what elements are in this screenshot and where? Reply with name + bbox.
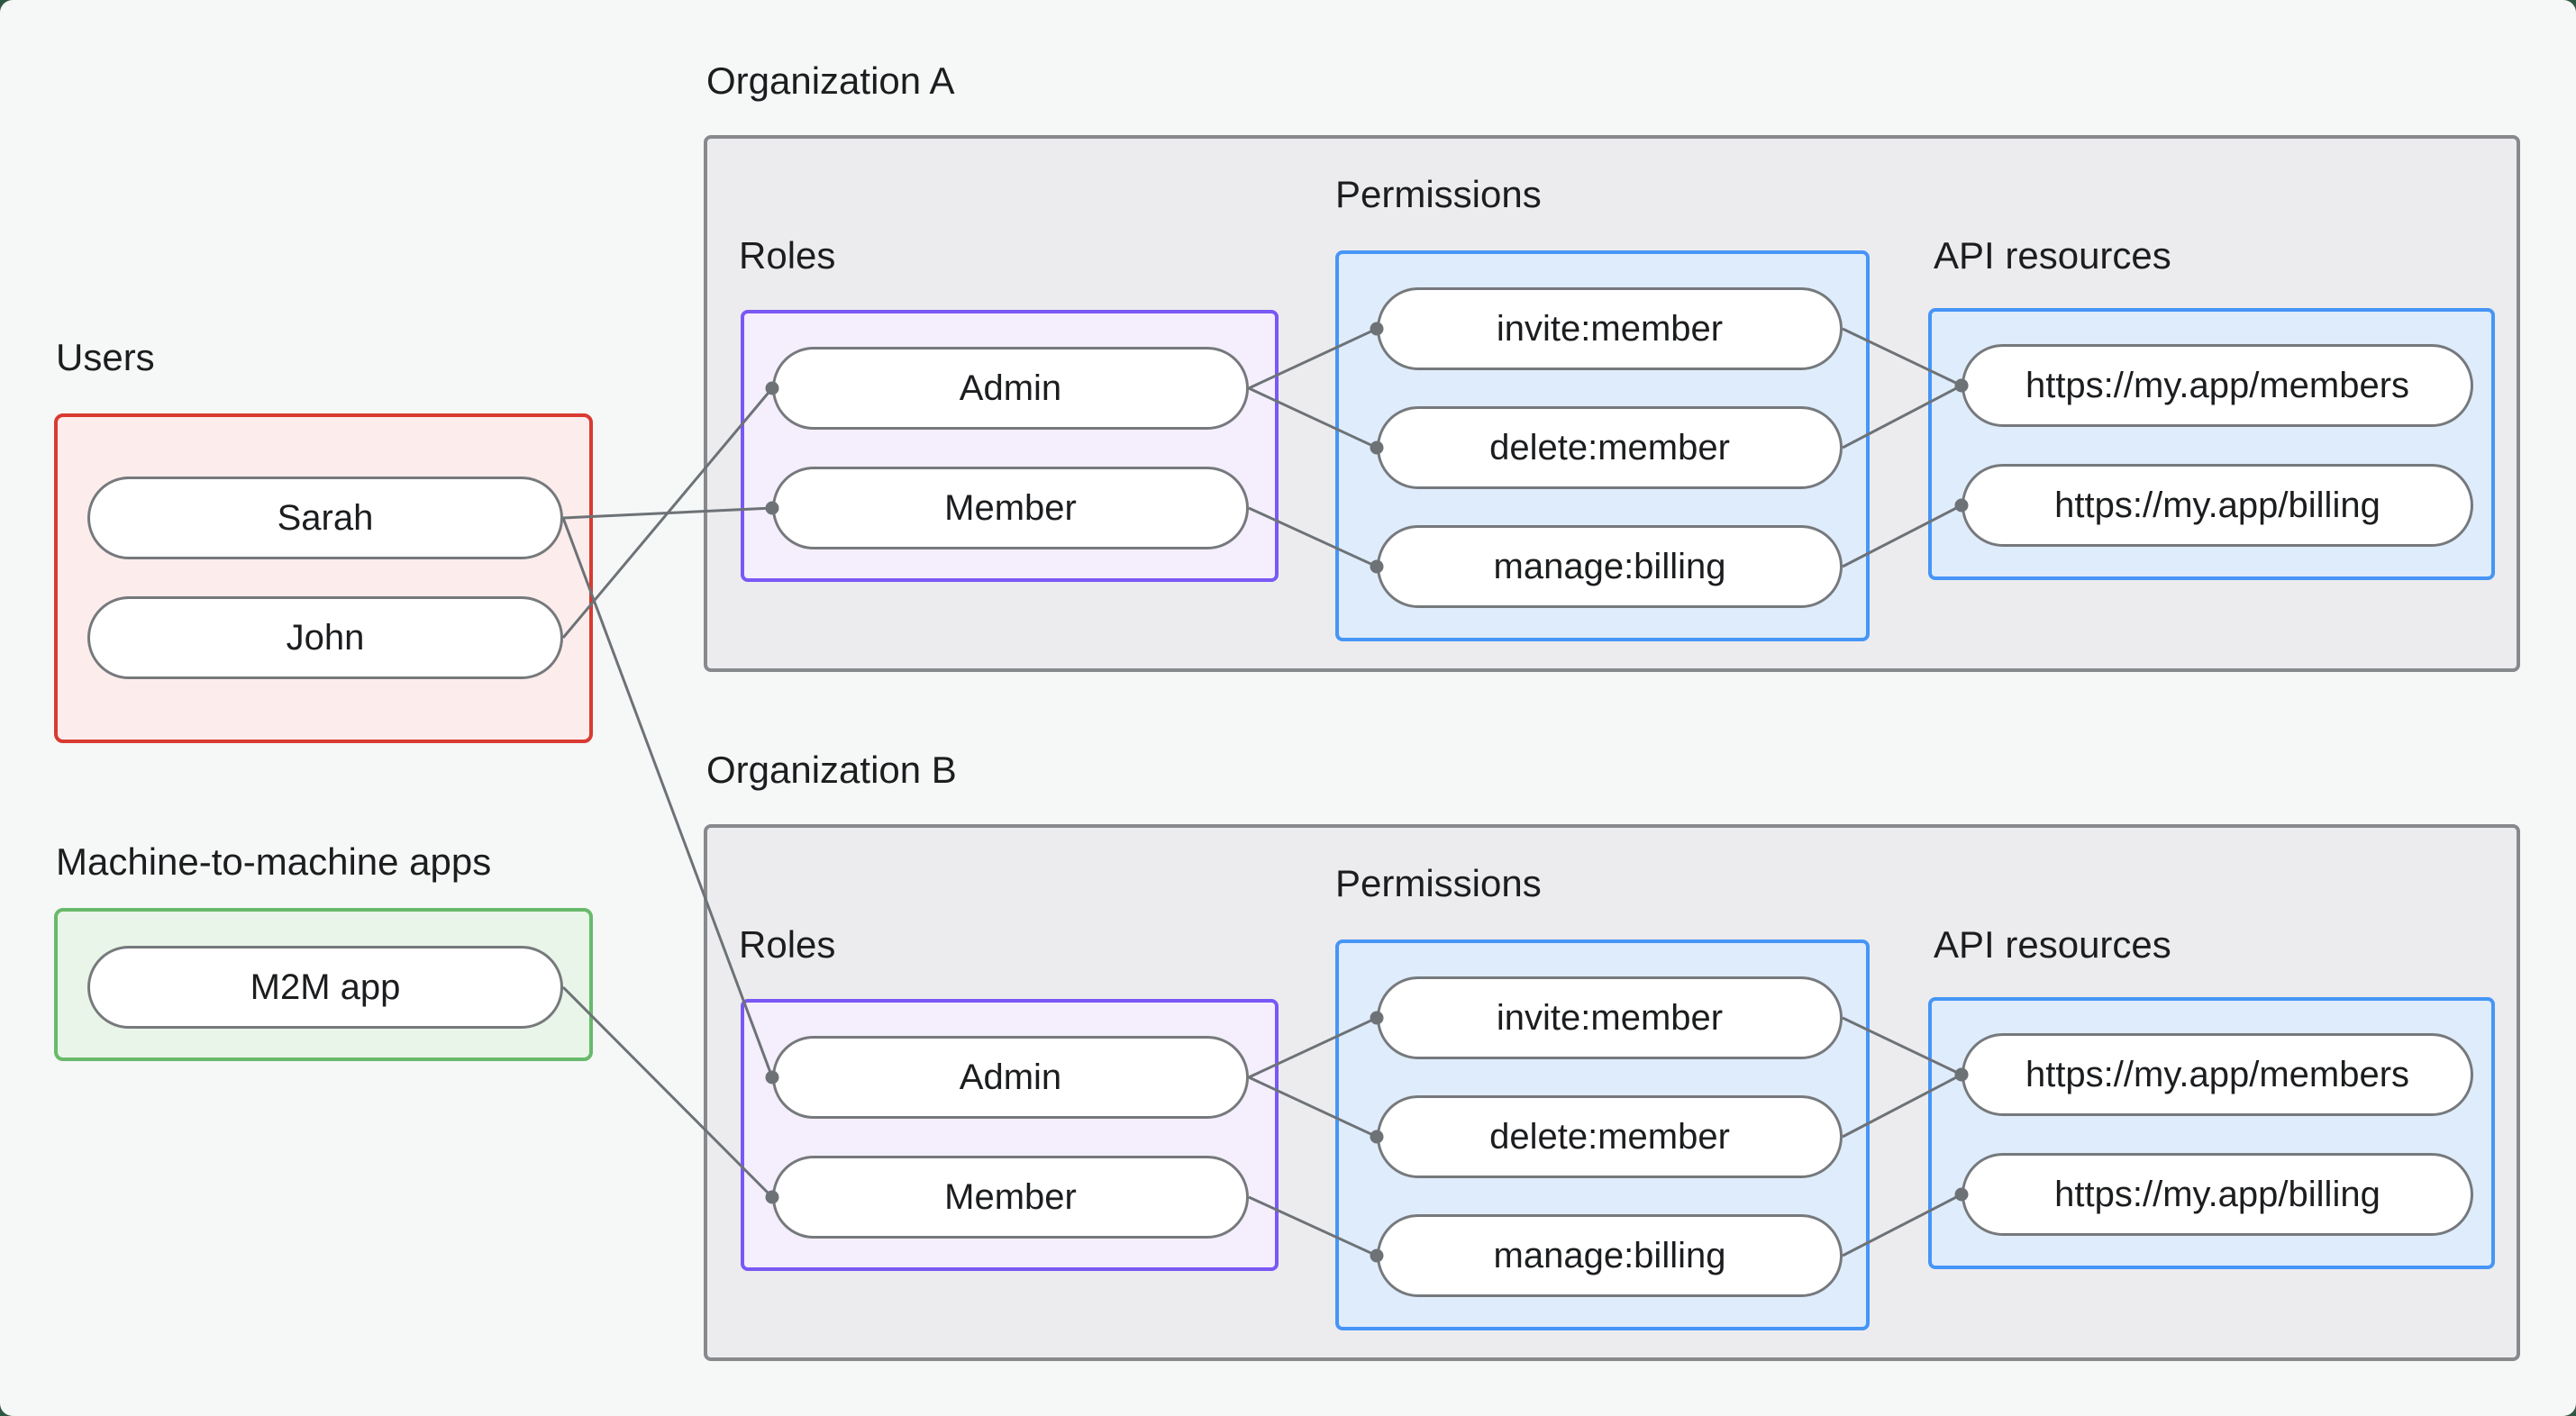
- org-a-api-resources-box: [1928, 308, 2495, 580]
- connector-line: [1842, 1073, 1962, 1139]
- connector-dot: [1954, 498, 1969, 513]
- connector-line: [1248, 1076, 1378, 1139]
- org-b-roles-label: Roles: [739, 923, 836, 966]
- org-a-roles-box: [741, 310, 1279, 582]
- connector-line: [1842, 504, 1962, 568]
- org-a-res-members-node: https://my.app/members: [1962, 344, 2473, 427]
- connector-line: [1248, 327, 1378, 390]
- connector-line: [1842, 1193, 1962, 1257]
- org-b-title: Organization B: [706, 749, 957, 791]
- users-box: [54, 413, 593, 743]
- org-b-box: [704, 824, 2520, 1361]
- connector-line: [1248, 1195, 1378, 1257]
- connector-dot: [1370, 1130, 1384, 1144]
- connector-line: [1248, 1016, 1378, 1079]
- org-a-perm-invite-node: invite:member: [1377, 287, 1843, 370]
- connector-line: [1842, 1016, 1962, 1076]
- org-a-title: Organization A: [706, 59, 955, 102]
- connector-dot: [1370, 1248, 1384, 1263]
- connector-line: [561, 985, 774, 1199]
- org-a-roles-label: Roles: [739, 234, 836, 277]
- connector-dot: [1370, 1011, 1384, 1025]
- org-a-perm-manage-node: manage:billing: [1377, 525, 1843, 608]
- user-node-sarah: Sarah: [87, 477, 563, 559]
- org-b-res-billing-node: https://my.app/billing: [1962, 1153, 2473, 1236]
- org-b-api-resources-box: [1928, 997, 2495, 1269]
- connector-line: [1842, 327, 1962, 387]
- connector-line: [561, 387, 774, 639]
- org-a-role-admin-node: Admin: [772, 347, 1249, 430]
- m2m-section-label: Machine-to-machine apps: [56, 840, 492, 883]
- user-node-john: John: [87, 596, 563, 679]
- connector-line: [1842, 384, 1962, 449]
- connector-dot: [1954, 1067, 1969, 1082]
- connector-dot: [765, 1070, 779, 1085]
- org-b-permissions-label: Permissions: [1335, 862, 1542, 904]
- connector-dot: [1370, 322, 1384, 336]
- org-b-perm-delete-node: delete:member: [1377, 1095, 1843, 1178]
- org-b-permissions-box: [1335, 939, 1870, 1330]
- connector-line: [562, 506, 773, 520]
- connector-dot: [765, 381, 779, 395]
- m2m-app-node: M2M app: [87, 946, 563, 1029]
- org-a-permissions-label: Permissions: [1335, 173, 1542, 215]
- org-a-api-resources-label: API resources: [1934, 234, 2171, 277]
- connector-dot: [1370, 440, 1384, 455]
- m2m-box: [54, 908, 593, 1061]
- org-b-res-members-node: https://my.app/members: [1962, 1033, 2473, 1116]
- connector-dot: [765, 501, 779, 515]
- connector-dot: [1954, 378, 1969, 393]
- connector-dot: [1954, 378, 1969, 393]
- org-b-roles-box: [741, 999, 1279, 1271]
- org-a-box: [704, 135, 2520, 672]
- org-b-perm-manage-node: manage:billing: [1377, 1214, 1843, 1297]
- org-a-perm-delete-node: delete:member: [1377, 406, 1843, 489]
- org-b-role-admin-node: Admin: [772, 1036, 1249, 1119]
- connector-dot: [765, 1190, 779, 1204]
- org-a-permissions-box: [1335, 250, 1870, 641]
- users-section-label: Users: [56, 336, 155, 378]
- org-a-role-member-node: Member: [772, 467, 1249, 549]
- connector-dot: [1954, 1187, 1969, 1202]
- org-b-perm-invite-node: invite:member: [1377, 976, 1843, 1059]
- connector-line: [561, 517, 774, 1078]
- connector-line: [1248, 386, 1378, 449]
- org-b-api-resources-label: API resources: [1934, 923, 2171, 966]
- connector-dot: [1954, 1067, 1969, 1082]
- connector-line: [1248, 506, 1378, 568]
- org-b-role-member-node: Member: [772, 1156, 1249, 1239]
- org-a-res-billing-node: https://my.app/billing: [1962, 464, 2473, 547]
- connector-dot: [1370, 559, 1384, 574]
